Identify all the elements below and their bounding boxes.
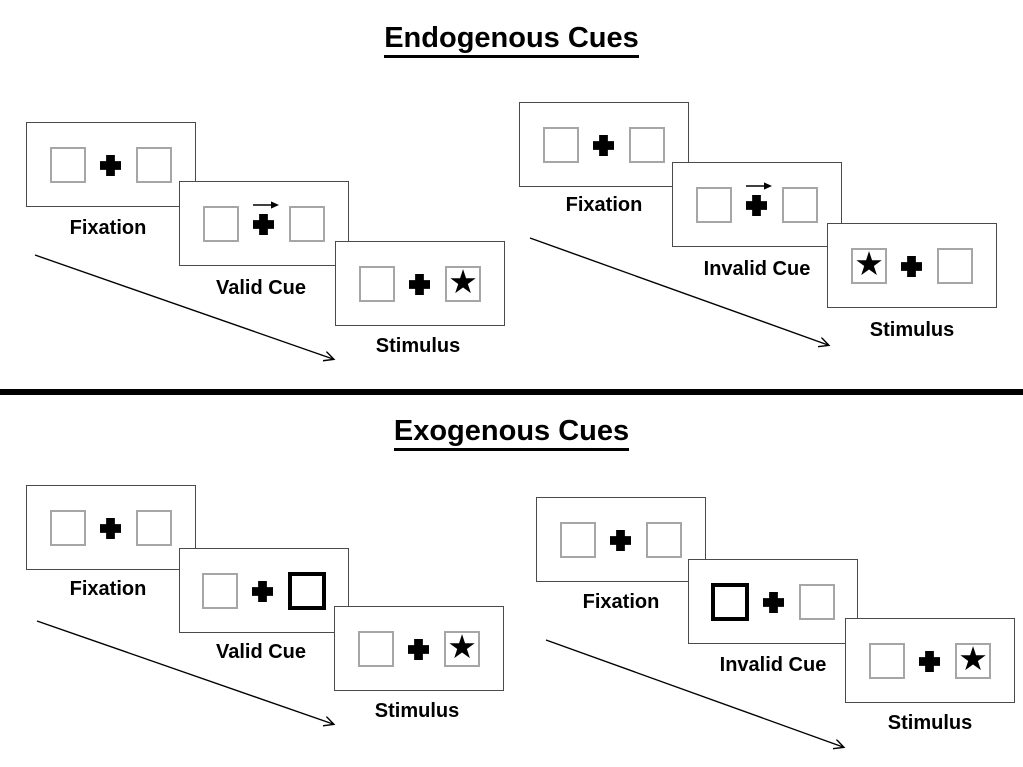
left-placeholder-box [358,630,394,667]
fixation-cross-icon [919,650,941,672]
fixation-cross-icon [746,181,772,216]
timeline-arrow [34,254,340,370]
fixation-cross-icon [100,517,122,539]
panel-label: Valid Cue [215,277,307,299]
star-icon: ★ [958,639,988,678]
panel-label: Fixation [69,217,147,239]
fixation-cross-icon [409,273,431,295]
right-placeholder-box [289,205,325,242]
panel-label: Stimulus [869,319,955,341]
right-placeholder-box [136,509,172,546]
right-placeholder-box [799,583,835,620]
fixation-cross-icon [252,580,274,602]
section-title-exogenous: Exogenous Cues [0,415,1023,451]
timeline-arrow [545,639,851,755]
stimulus-panel: ★ [334,606,504,691]
cue-highlighted-box [711,582,749,621]
stimulus-panel: ★ [827,223,997,308]
left-placeholder-box [50,146,86,183]
panel-label: Valid Cue [215,641,307,663]
star-icon: ★ [448,262,478,301]
fixation-panel [519,102,689,187]
cue-arrow-icon [746,181,772,190]
right-placeholder-box [136,146,172,183]
timeline-arrow [36,620,342,736]
left-placeholder-box [359,265,395,302]
valid-cue-panel [179,181,349,266]
star-icon: ★ [447,627,477,666]
right-placeholder-box [646,521,682,558]
left-placeholder-box [202,572,238,609]
valid-cue-panel [179,548,349,633]
fixation-cross-icon [901,255,923,277]
fixation-panel [536,497,706,582]
fixation-panel [26,485,196,570]
panel-label: Fixation [582,591,660,613]
left-placeholder-box [696,186,732,223]
stimulus-panel: ★ [335,241,505,326]
panel-label: Fixation [69,578,147,600]
right-target-box: ★ [955,639,991,679]
fixation-cross-icon [408,638,430,660]
right-target-box: ★ [444,627,480,667]
fixation-cross-icon [593,134,615,156]
invalid-cue-panel [672,162,842,247]
left-placeholder-box [50,509,86,546]
panel-label: Invalid Cue [703,258,811,280]
right-placeholder-box [937,247,973,284]
left-target-box: ★ [851,244,887,284]
cue-arrow-icon [253,200,279,209]
left-placeholder-box [869,642,905,679]
timeline-arrow [529,237,835,353]
fixation-cross-icon [100,154,122,176]
panel-label: Stimulus [375,335,461,357]
stimulus-panel: ★ [845,618,1015,703]
right-placeholder-box [782,186,818,223]
panel-label: Stimulus [887,712,973,734]
section-title-endogenous: Endogenous Cues [0,22,1023,58]
fixation-panel [26,122,196,207]
panel-label: Fixation [565,194,643,216]
panel-label: Invalid Cue [719,654,827,676]
right-target-box: ★ [445,262,481,302]
cue-highlighted-box [288,571,326,610]
left-placeholder-box [560,521,596,558]
invalid-cue-panel [688,559,858,644]
fixation-cross-icon [763,591,785,613]
fixation-cross-icon [253,200,279,235]
right-placeholder-box [629,126,665,163]
fixation-cross-icon [610,529,632,551]
panel-label: Stimulus [374,700,460,722]
left-placeholder-box [543,126,579,163]
star-icon: ★ [854,244,884,283]
left-placeholder-box [203,205,239,242]
section-divider [0,389,1023,395]
